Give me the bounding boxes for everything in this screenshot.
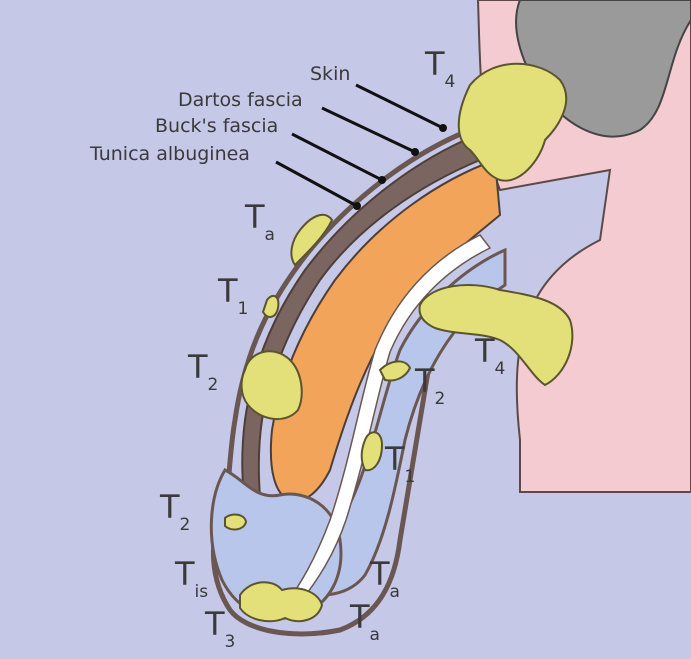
skin-leader-dot	[439, 124, 447, 132]
tunica-leader-dot	[353, 202, 361, 210]
tumor-t2-glans	[225, 515, 246, 530]
dartos-leader-dot	[411, 148, 419, 156]
dartos-fascia-label: Dartos fascia	[178, 89, 303, 111]
bucks-leader-dot	[378, 176, 386, 184]
tunica-albuginea-label: Tunica albuginea	[89, 143, 250, 165]
skin-label: Skin	[310, 63, 350, 85]
bucks-fascia-label: Buck's fascia	[155, 115, 278, 137]
